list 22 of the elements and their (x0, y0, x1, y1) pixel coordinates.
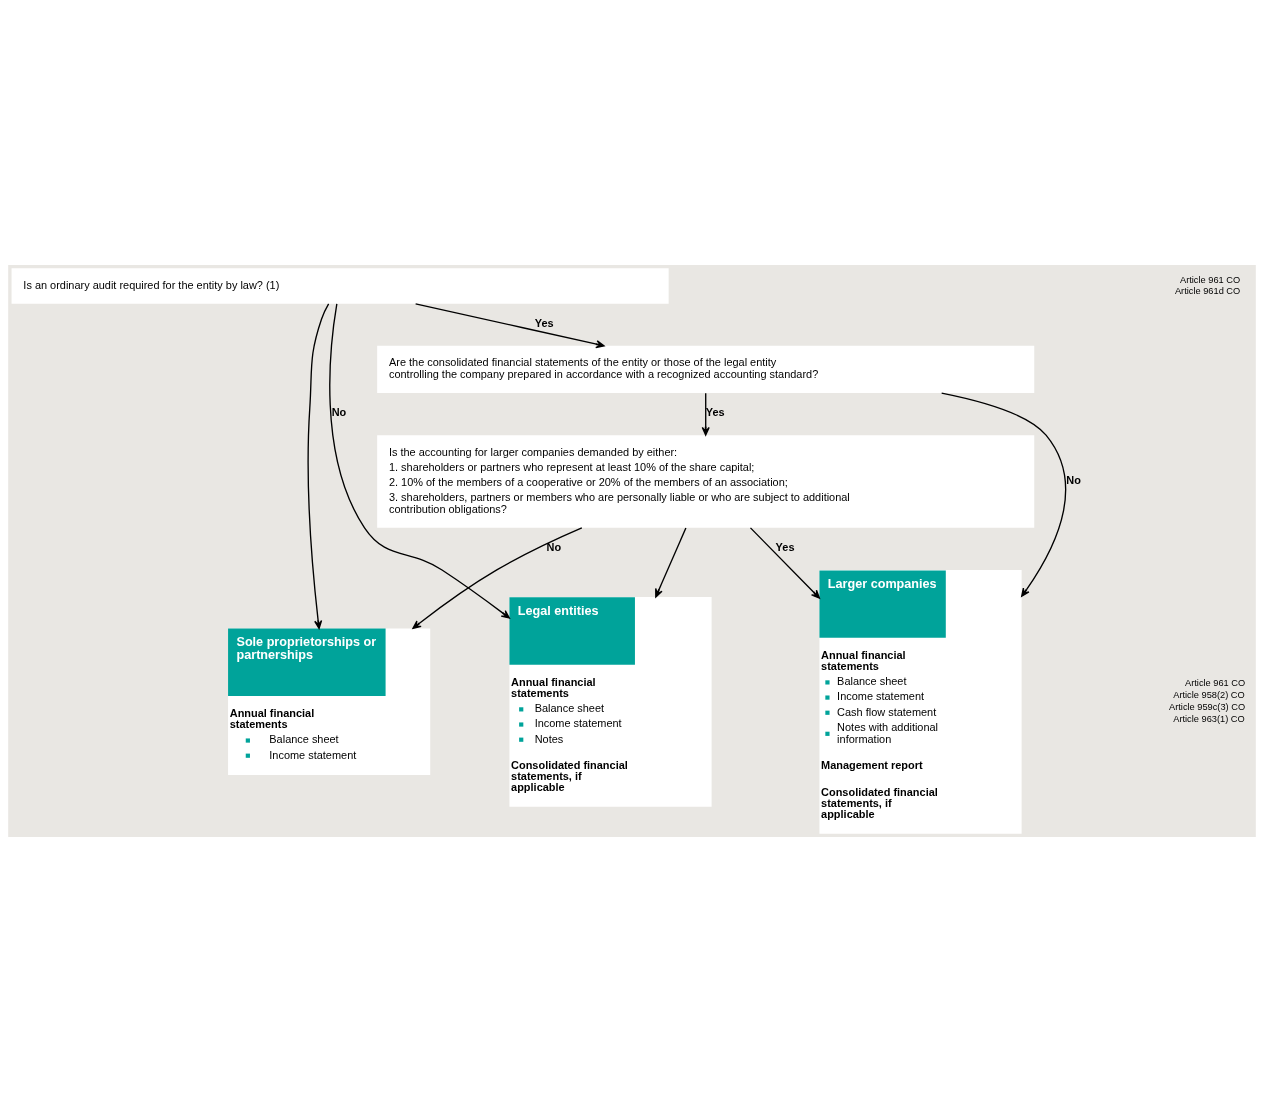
label: Article 958(2) CO (1173, 689, 1245, 700)
arrow (655, 526, 687, 598)
node-box: Are the consolidated financial statements of the entity or those of the legal entity controlling the company prepared in accordance with a recognized accounting standard? (377, 345, 1035, 393)
label: Article 961 CO (1185, 677, 1246, 688)
label: Article 963(1) CO (1173, 713, 1245, 724)
edge-label: No (331, 405, 347, 418)
label: Article 961 CO (1179, 274, 1241, 285)
label: Article 959c(3) CO (1169, 701, 1246, 712)
arrow (749, 526, 821, 599)
edge-label: Yes (705, 405, 725, 418)
node-box: Is an ordinary audit required for the entity by law? (1) (11, 267, 669, 304)
edge-label: No (546, 540, 562, 553)
edge-label: Yes (775, 540, 795, 553)
arrow (701, 392, 710, 436)
edge-label: Yes (534, 316, 554, 329)
arrow (414, 302, 605, 348)
arrow (941, 391, 1067, 597)
arrow (329, 302, 510, 619)
node-box: Is the accounting for larger companies demanded by either: 1. shareholders or partners who represent at least 10% of the share capital; 2. 10% of the members of a cooperative or 20% of the members of an association; 3. shareholders, partners or members who are personally liable or who are subject to additional contribution obligations? (377, 434, 1035, 528)
arrow (307, 302, 330, 629)
edge-label: No (1066, 473, 1081, 486)
label: Article 961d CO (1174, 285, 1241, 296)
